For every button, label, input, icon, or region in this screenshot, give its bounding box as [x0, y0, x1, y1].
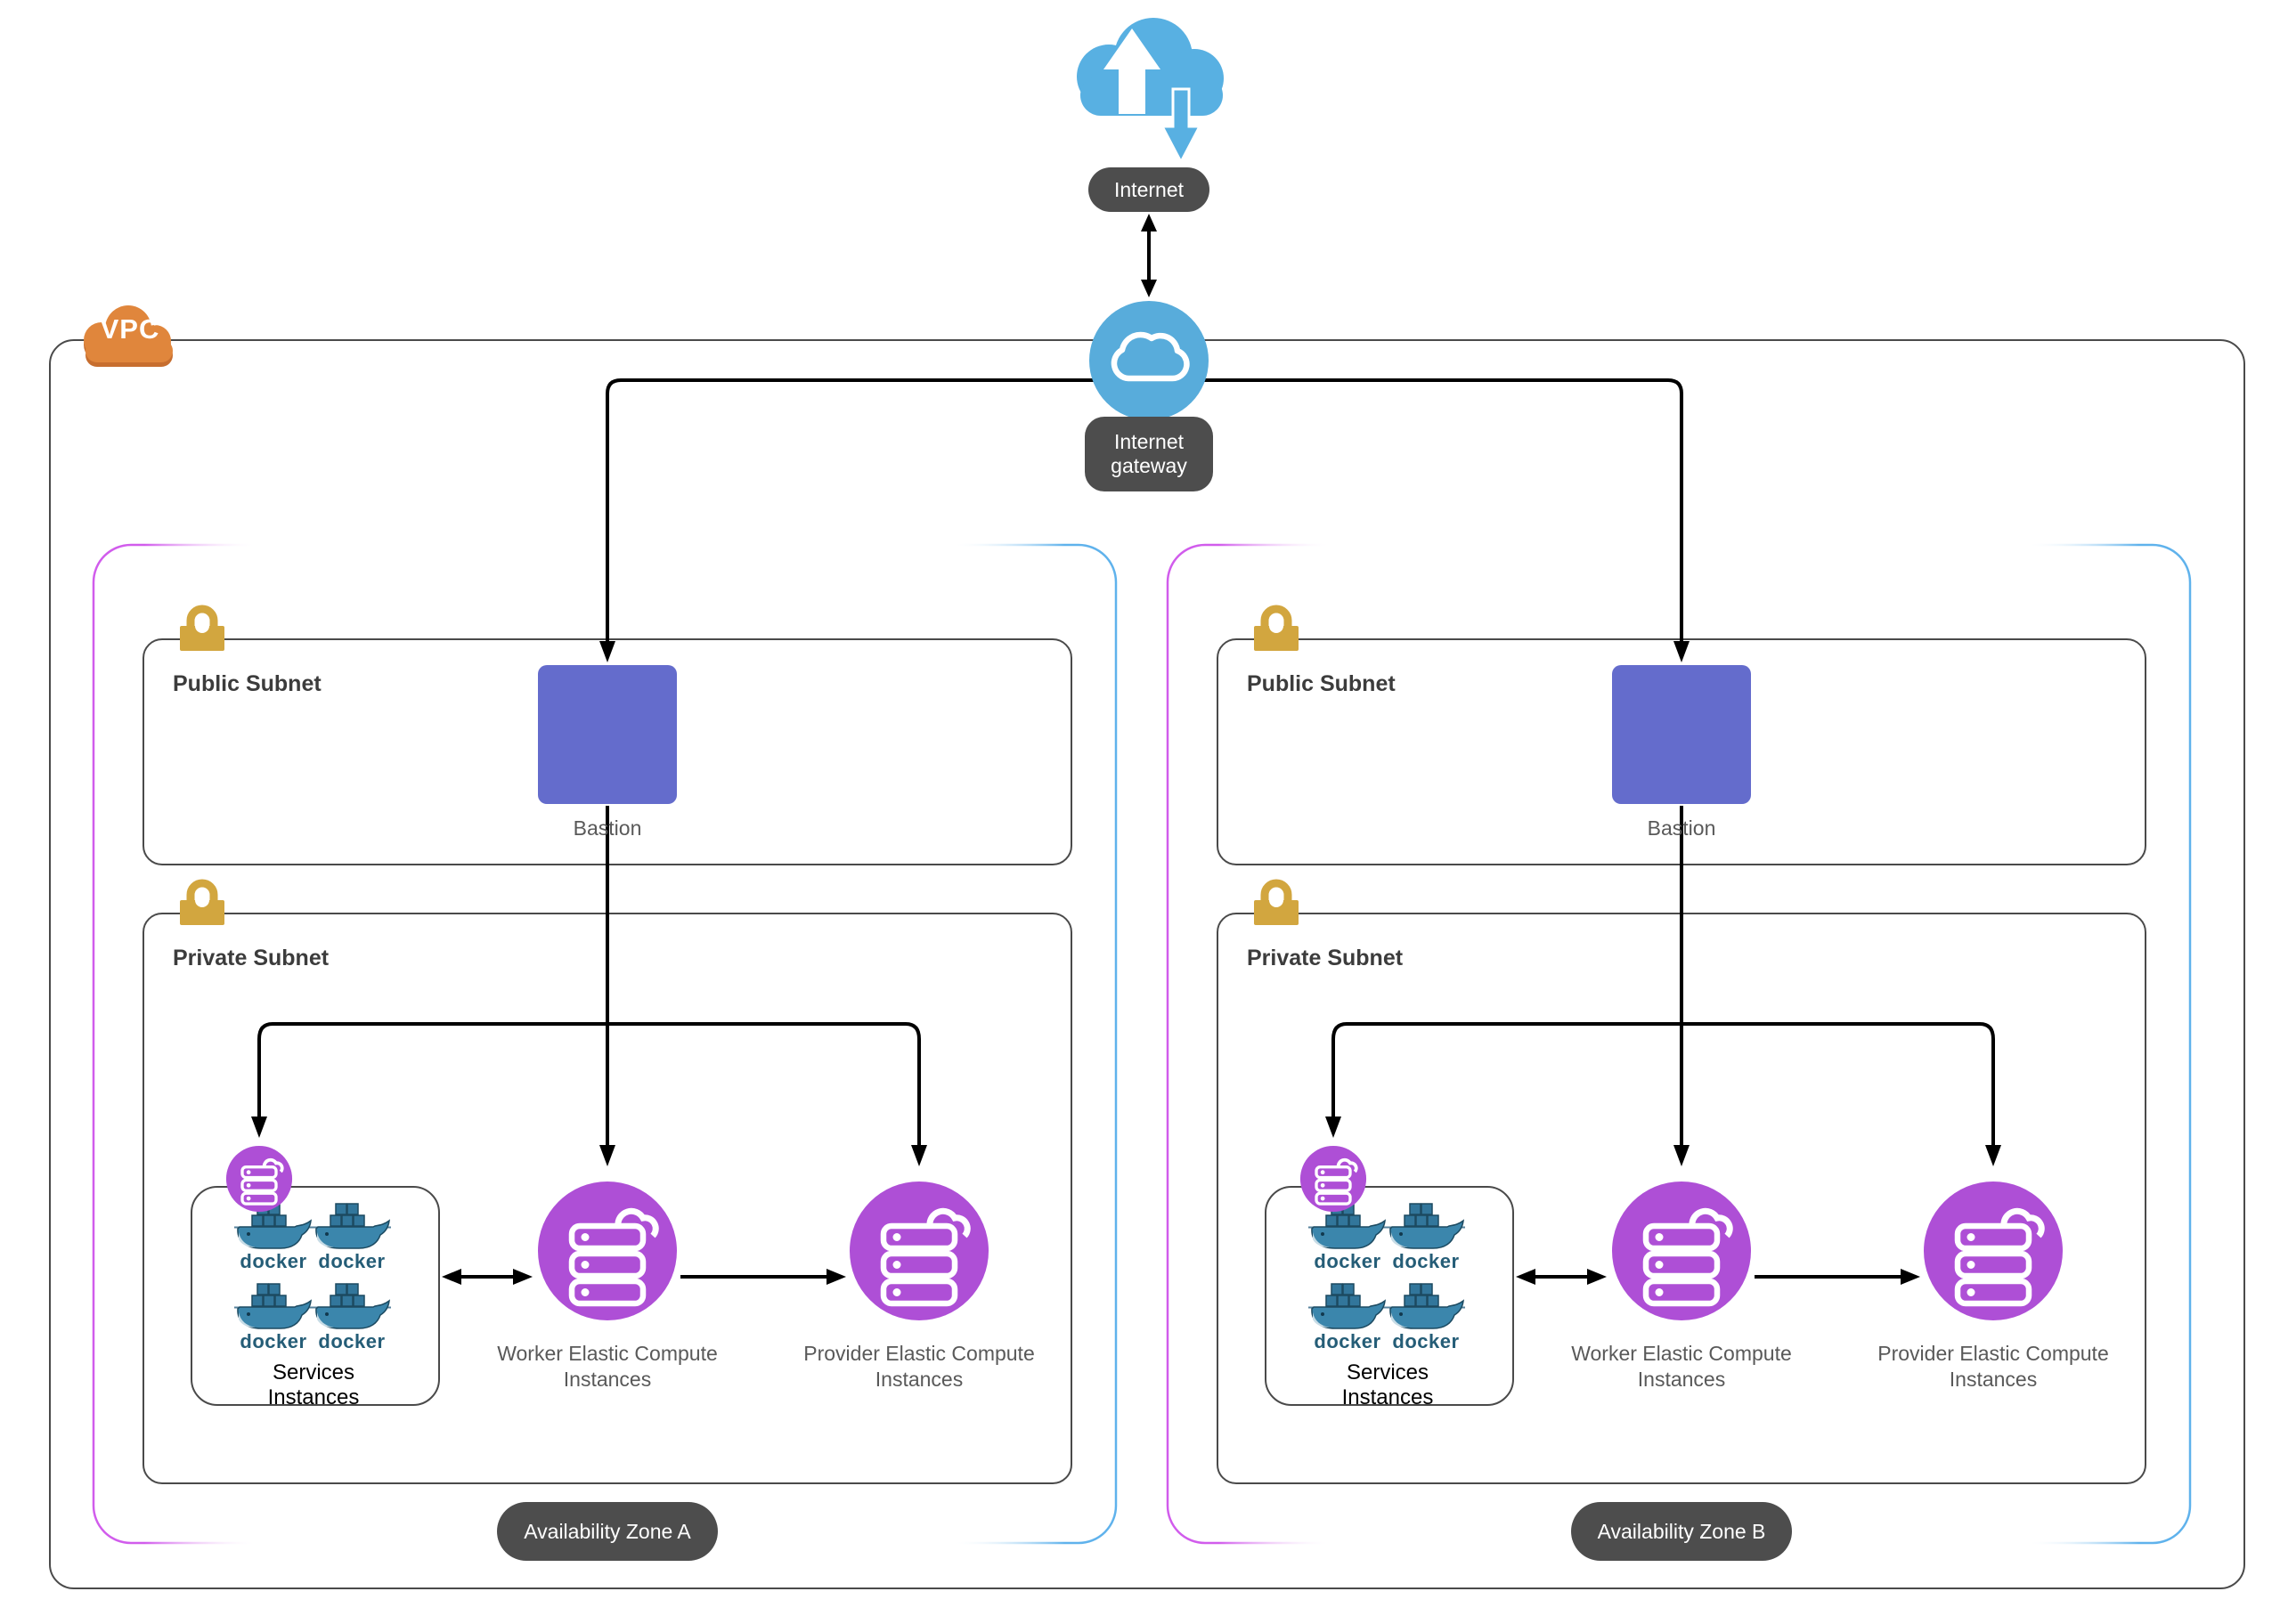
lock-icon [1254, 605, 1299, 651]
docker-logo: docker [1387, 1282, 1465, 1362]
services-instance-icon [225, 1145, 293, 1213]
services-b-label: Services Instances [1341, 1360, 1434, 1409]
docker-logo: docker [1308, 1282, 1387, 1362]
services-instance-icon [1299, 1145, 1367, 1213]
docker-wordmark: docker [1392, 1330, 1460, 1352]
lock-icon [1254, 879, 1299, 925]
worker-b-label: Worker Elastic Compute Instances [1571, 1342, 1792, 1391]
az-a-label: Availability Zone A [524, 1519, 691, 1543]
docker-logo: docker [234, 1202, 313, 1282]
bastion-a-label: Bastion [573, 816, 642, 840]
internet-label: Internet [1114, 177, 1184, 201]
vpc-label: VPC [100, 313, 160, 345]
docker-grid-b: docker docker [1308, 1202, 1465, 1362]
docker-wordmark: docker [318, 1250, 386, 1272]
private-subnet-a-title: Private Subnet [173, 946, 330, 970]
gateway-label: Internet gateway [1111, 430, 1187, 477]
vpc-cloud-icon [84, 305, 173, 367]
internet-gateway-icon [1089, 301, 1209, 420]
bastion-b-node [1612, 665, 1751, 804]
services-box-b [1265, 1186, 1514, 1406]
docker-whale-icon [313, 1283, 391, 1329]
gateway-label-pill: Internet gateway [1085, 417, 1213, 491]
worker-instance-icon [1612, 1181, 1751, 1320]
docker-logo: docker [313, 1282, 391, 1362]
docker-logo: docker [313, 1202, 391, 1282]
provider-instance-icon [1924, 1181, 2063, 1320]
docker-grid-a: docker docker [234, 1202, 391, 1362]
docker-wordmark: docker [240, 1250, 307, 1272]
provider-instance-icon [850, 1181, 989, 1320]
az-b-label: Availability Zone B [1597, 1519, 1766, 1543]
public-subnet-b-title: Public Subnet [1247, 671, 1396, 696]
lock-icon [180, 605, 224, 651]
bastion-b-label: Bastion [1647, 816, 1716, 840]
docker-wordmark: docker [318, 1330, 386, 1352]
provider-a-label: Provider Elastic Compute Instances [803, 1342, 1035, 1391]
docker-whale-icon [1308, 1203, 1387, 1249]
docker-logo: docker [234, 1282, 313, 1362]
docker-whale-icon [234, 1283, 313, 1329]
private-subnet-b-title: Private Subnet [1247, 946, 1404, 970]
vpc-label-wrap: VPC [75, 313, 185, 345]
worker-a-label: Worker Elastic Compute Instances [497, 1342, 718, 1391]
services-box-a [191, 1186, 440, 1406]
docker-whale-icon [1387, 1283, 1465, 1329]
worker-instance-icon [538, 1181, 677, 1320]
bastion-a-node [538, 665, 677, 804]
docker-wordmark: docker [240, 1330, 307, 1352]
docker-wordmark: docker [1314, 1330, 1381, 1352]
docker-whale-icon [313, 1203, 391, 1249]
docker-wordmark: docker [1314, 1250, 1381, 1272]
docker-whale-icon [1387, 1203, 1465, 1249]
az-b-pill: Availability Zone B [1571, 1502, 1792, 1561]
docker-whale-icon [234, 1203, 313, 1249]
provider-b-label: Provider Elastic Compute Instances [1877, 1342, 2109, 1391]
docker-wordmark: docker [1392, 1250, 1460, 1272]
services-a-label: Services Instances [267, 1360, 360, 1409]
docker-whale-icon [1308, 1283, 1387, 1329]
lock-icon [180, 879, 224, 925]
docker-logo: docker [1387, 1202, 1465, 1282]
public-subnet-a-title: Public Subnet [173, 671, 322, 696]
docker-logo: docker [1308, 1202, 1387, 1282]
internet-cloud-icon [1077, 18, 1224, 166]
internet-label-pill: Internet [1088, 167, 1209, 212]
az-a-pill: Availability Zone A [497, 1502, 718, 1561]
